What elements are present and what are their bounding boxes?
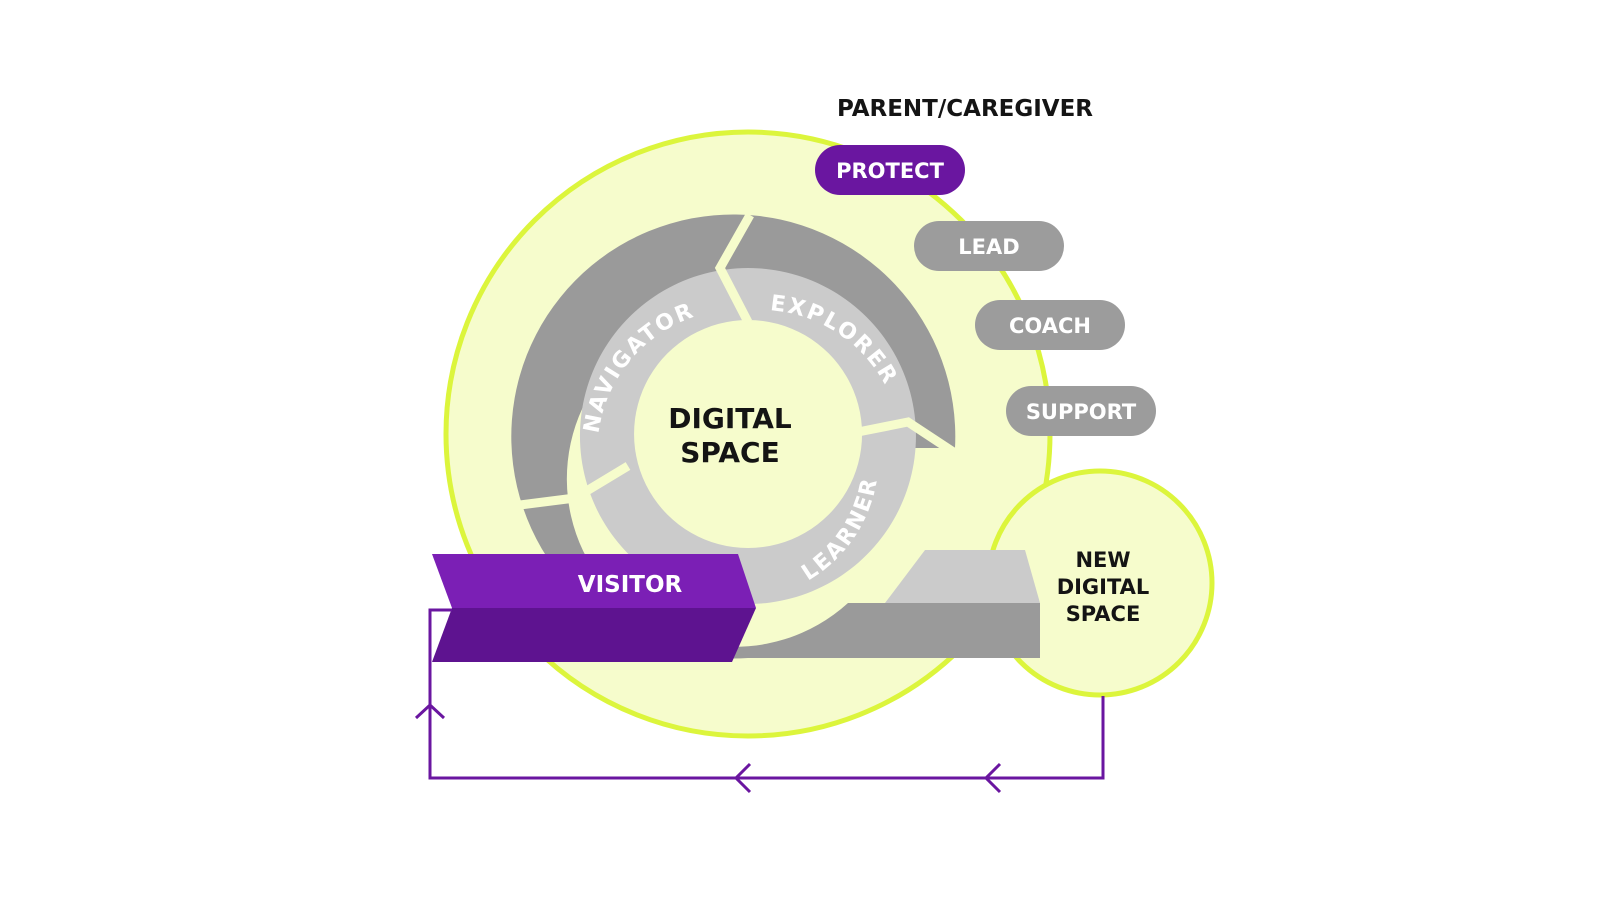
return-loop: [414, 608, 1105, 794]
parent-caregiver-title: PARENT/CAREGIVER: [837, 96, 1093, 122]
role-pill-coach: COACH: [975, 300, 1125, 350]
visitor-label: VISITOR: [578, 572, 683, 598]
cycle-separators: [519, 212, 961, 510]
role-pill-support: SUPPORT: [1006, 386, 1156, 436]
role-label-protect: PROTECT: [836, 159, 944, 183]
center-label-line2: SPACE: [680, 436, 779, 469]
new-space-line1: NEW: [1075, 548, 1130, 572]
learner-arrow-top: [885, 550, 1040, 603]
center-label-line1: DIGITAL: [668, 402, 792, 435]
visitor-arrow-top: [432, 554, 756, 608]
role-pill-lead: LEAD: [914, 221, 1064, 271]
role-pill-protect: PROTECT: [815, 145, 965, 195]
new-space-line2: DIGITAL: [1057, 575, 1150, 599]
visitor-arrow-bottom: [432, 608, 756, 662]
loop-arrow-left-icon-2: [983, 762, 1002, 794]
visitor-arrow: VISITOR: [432, 554, 756, 662]
role-label-support: SUPPORT: [1026, 400, 1137, 424]
loop-arrow-left-icon: [733, 762, 752, 794]
inner-ring: [579, 268, 916, 605]
new-space-line3: SPACE: [1066, 602, 1141, 626]
loop-arrow-up-icon: [414, 702, 446, 720]
role-label-lead: LEAD: [958, 235, 1019, 259]
role-label-coach: COACH: [1009, 314, 1091, 338]
